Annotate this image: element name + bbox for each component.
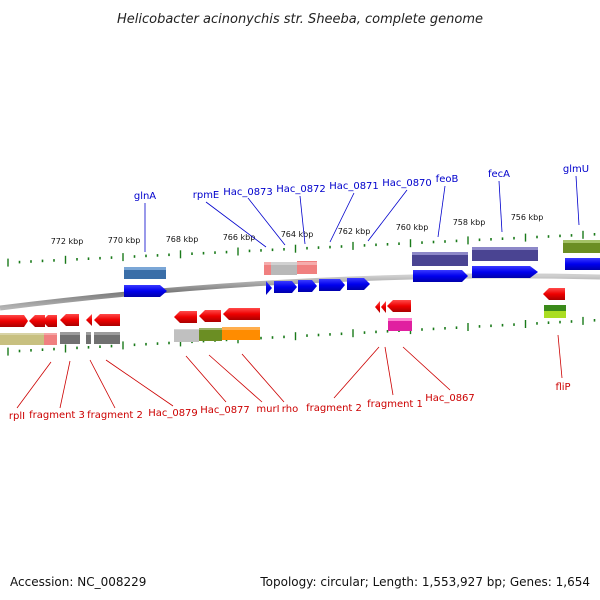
gene-label-fragment-3[interactable]: fragment 3	[29, 410, 85, 421]
gene-arrow-reverse[interactable]	[42, 315, 57, 327]
feature-track-olive[interactable]	[563, 240, 600, 253]
gene-label-fragment-2b[interactable]: fragment 2	[306, 403, 362, 414]
feature-track-orange[interactable]	[222, 327, 260, 340]
gene-label-rpmE[interactable]: rpmE	[193, 190, 220, 201]
gene-arrow-rplI[interactable]	[0, 315, 28, 327]
gene-label-glmU[interactable]: glmU	[563, 164, 589, 175]
gene-label-rplI[interactable]: rplI	[9, 411, 25, 422]
tick-label: 762 kbp	[338, 227, 371, 236]
gene-arrow-Hac_0877[interactable]	[174, 311, 197, 323]
gene-arrow-fragment-1[interactable]	[381, 301, 386, 313]
gene-arrow-fecA[interactable]	[472, 266, 538, 278]
bottom-gene-labels: rplI fragment 3 fragment 2 Hac_0879 Hac_…	[9, 382, 571, 422]
gene-arrow-glnA[interactable]	[124, 285, 167, 297]
gene-arrow-rho[interactable]	[223, 308, 260, 320]
feature-track-magenta[interactable]	[388, 318, 412, 331]
tick-label: 756 kbp	[511, 213, 544, 222]
tick-labels: 772 kbp 770 kbp 768 kbp 766 kbp 764 kbp …	[51, 213, 544, 246]
bottom-leader-lines	[16, 334, 563, 409]
feature-track-lightgray[interactable]	[174, 329, 199, 342]
tick-label: 760 kbp	[396, 223, 429, 232]
tick-label: 772 kbp	[51, 237, 84, 246]
gene-label-Hac_0877[interactable]: Hac_0877	[200, 405, 250, 416]
tick-label: 758 kbp	[453, 218, 486, 227]
gene-label-Hac_0871[interactable]: Hac_0871	[329, 181, 379, 192]
map-title: Helicobacter acinonychis str. Sheeba, co…	[117, 12, 483, 27]
feature-track-darkpurple[interactable]	[472, 247, 538, 261]
feature-track-gray[interactable]	[271, 262, 297, 275]
tick-label: 766 kbp	[223, 233, 256, 242]
feature-track-darkgray[interactable]	[60, 332, 80, 344]
gene-label-fliP[interactable]: fliP	[555, 382, 570, 393]
feature-track-yellowgreen[interactable]	[544, 311, 566, 318]
gene-arrow-fragment-2b[interactable]	[375, 301, 380, 313]
gene-arrow-rpmE[interactable]	[266, 281, 272, 295]
gene-arrow-glmU[interactable]	[565, 258, 600, 270]
gene-arrow-fragment-2[interactable]	[86, 314, 92, 326]
gene-label-fragment-2[interactable]: fragment 2	[87, 410, 143, 421]
top-tick-axis	[7, 230, 596, 267]
gene-label-glnA[interactable]: glnA	[134, 191, 156, 202]
gene-label-feoB[interactable]: feoB	[436, 174, 459, 185]
gene-arrow-fragment-3[interactable]	[60, 314, 79, 326]
gene-label-murI[interactable]: murI	[256, 404, 279, 415]
gene-arrow-Hac_0871[interactable]	[319, 279, 345, 291]
feature-track-khaki[interactable]	[0, 333, 44, 345]
gene-arrow-Hac_0872[interactable]	[298, 280, 317, 292]
gene-label-fecA[interactable]: fecA	[488, 169, 510, 180]
gene-label-Hac_0872[interactable]: Hac_0872	[276, 184, 326, 195]
feature-track-darkgray[interactable]	[86, 332, 91, 344]
top-gene-labels: glnA rpmE Hac_0873 Hac_0872 Hac_0871 Hac…	[134, 164, 589, 202]
forward-features	[124, 240, 600, 297]
feature-track-green[interactable]	[544, 305, 566, 311]
gene-arrow-Hac_0867[interactable]	[387, 300, 411, 312]
gene-label-Hac_0870[interactable]: Hac_0870	[382, 178, 432, 189]
gene-label-Hac_0873[interactable]: Hac_0873	[223, 187, 273, 198]
tick-label: 764 kbp	[281, 230, 314, 239]
gene-arrow-Hac_0873[interactable]	[274, 281, 297, 293]
accession-text: Accession: NC_008229	[10, 575, 146, 589]
feature-track-darkpurple[interactable]	[412, 252, 468, 266]
gene-label-rho[interactable]: rho	[282, 404, 298, 415]
gene-arrow-fliP[interactable]	[543, 288, 565, 300]
gene-arrow-Hac_0870[interactable]	[347, 278, 370, 290]
gene-label-fragment-1[interactable]: fragment 1	[367, 399, 423, 410]
feature-track-pink[interactable]	[297, 261, 317, 274]
gene-arrow-murI[interactable]	[199, 310, 221, 322]
feature-track-pink[interactable]	[264, 262, 271, 275]
gene-arrow-Hac_0879[interactable]	[94, 314, 120, 326]
reverse-features	[0, 288, 566, 345]
feature-track-olivegreen[interactable]	[199, 328, 222, 341]
feature-track-darkgray[interactable]	[94, 332, 120, 344]
gene-arrow-reverse[interactable]	[29, 315, 45, 327]
summary-text: Topology: circular; Length: 1,553,927 bp…	[259, 575, 590, 589]
feature-track-pink[interactable]	[44, 333, 57, 345]
gene-arrow-feoB[interactable]	[413, 270, 468, 282]
top-leader-lines	[144, 175, 580, 252]
tick-label: 770 kbp	[108, 236, 141, 245]
tick-label: 768 kbp	[166, 235, 199, 244]
gene-label-Hac_0867[interactable]: Hac_0867	[425, 393, 475, 404]
gene-label-Hac_0879[interactable]: Hac_0879	[148, 408, 198, 419]
